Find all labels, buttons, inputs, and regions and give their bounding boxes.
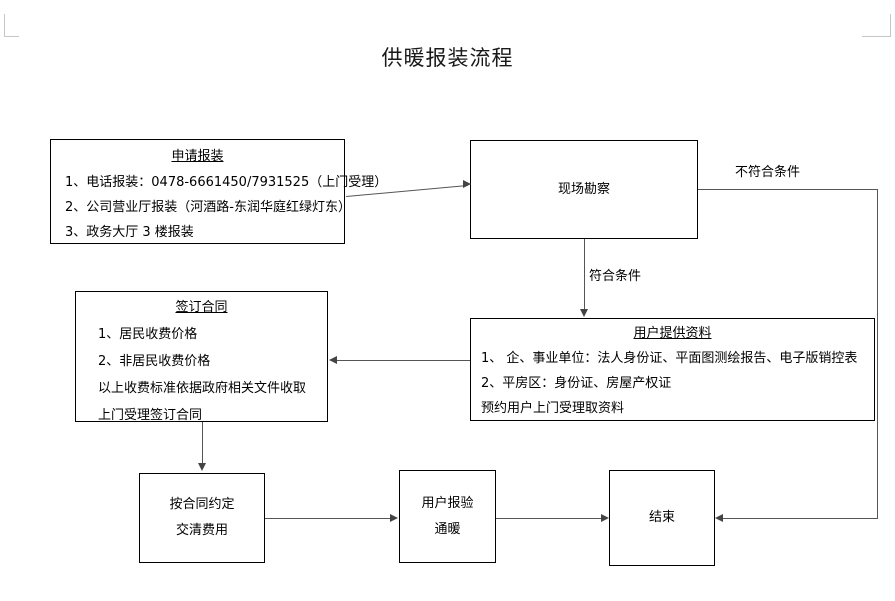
node-contract-title: 签订合同: [175, 300, 228, 315]
edge-survey-to-end-segment-right: [877, 189, 878, 519]
edge-label-fails-conditions: 不符合条件: [735, 165, 801, 180]
node-apply-line-3: 3、政务大厅 3 楼报装: [65, 225, 194, 240]
node-contract-line-1: 1、居民收费价格: [98, 327, 198, 342]
node-documents-line-2: 2、平房区：身份证、房屋产权证: [481, 376, 672, 391]
edge-survey-to-end-arrowhead: [715, 514, 723, 522]
edge-inspection-to-end-arrowhead: [601, 514, 609, 522]
node-payment-line-2: 交清费用: [175, 523, 228, 538]
node-documents-line-1: 1、 企、事业单位：法人身份证、平面图测绘报告、电子版销控表: [481, 351, 858, 366]
node-inspection-line-2: 通暖: [434, 521, 461, 537]
node-contract[interactable]: 签订合同 1、居民收费价格 2、非居民收费价格 以上收费标准依据政府相关文件收取…: [75, 291, 328, 423]
edge-survey-to-end-segment-bottom: [723, 518, 878, 519]
node-apply[interactable]: 申请报装 1、电话报装：0478-6661450/7931525（上门受理） 2…: [50, 139, 388, 244]
edge-payment-to-inspection: [265, 518, 391, 519]
edge-contract-to-payment-arrowhead: [198, 463, 206, 471]
edge-apply-to-survey-arrowhead: [463, 180, 471, 188]
node-end-label: 结束: [648, 510, 675, 525]
node-apply-title: 申请报装: [171, 149, 224, 164]
edge-survey-to-documents-arrowhead: [580, 309, 588, 317]
node-contract-line-4: 上门受理签订合同: [98, 408, 203, 423]
node-end[interactable]: 结束: [609, 470, 715, 566]
edge-documents-to-contract: [337, 360, 470, 361]
edge-documents-to-contract-arrowhead: [329, 356, 337, 364]
edge-payment-to-inspection-arrowhead: [390, 514, 398, 522]
node-payment-line-1: 按合同约定: [169, 497, 235, 512]
node-apply-line-2: 2、公司营业厅报装（河酒路-东润华庭红绿灯东）: [65, 200, 351, 215]
node-contract-line-3: 以上收费标准依据政府相关文件收取: [98, 381, 307, 396]
node-documents-line-3: 预约用户上门受理取资料: [481, 401, 625, 416]
node-payment[interactable]: 按合同约定 交清费用: [139, 473, 265, 563]
page-title: 供暖报装流程: [381, 46, 514, 70]
edge-contract-to-payment: [202, 422, 203, 464]
page-crop-mark-top-left: [4, 14, 19, 37]
edge-survey-to-end-segment-top: [698, 189, 878, 190]
node-apply-line-1: 1、电话报装：0478-6661450/7931525（上门受理）: [65, 175, 388, 190]
edge-survey-to-documents: [584, 239, 585, 310]
node-inspection-line-1: 用户报验: [421, 495, 474, 511]
edge-label-meets-conditions: 符合条件: [589, 269, 642, 284]
node-inspection[interactable]: 用户报验 通暖: [399, 470, 496, 563]
node-survey[interactable]: 现场勘察: [470, 140, 698, 239]
node-survey-label: 现场勘察: [557, 181, 610, 197]
page-crop-mark-top-right: [862, 14, 891, 37]
node-contract-line-2: 2、非居民收费价格: [98, 354, 211, 369]
edge-inspection-to-end: [496, 518, 602, 519]
node-documents[interactable]: 用户提供资料 1、 企、事业单位：法人身份证、平面图测绘报告、电子版销控表 2、…: [470, 318, 875, 421]
node-documents-title: 用户提供资料: [633, 326, 712, 341]
